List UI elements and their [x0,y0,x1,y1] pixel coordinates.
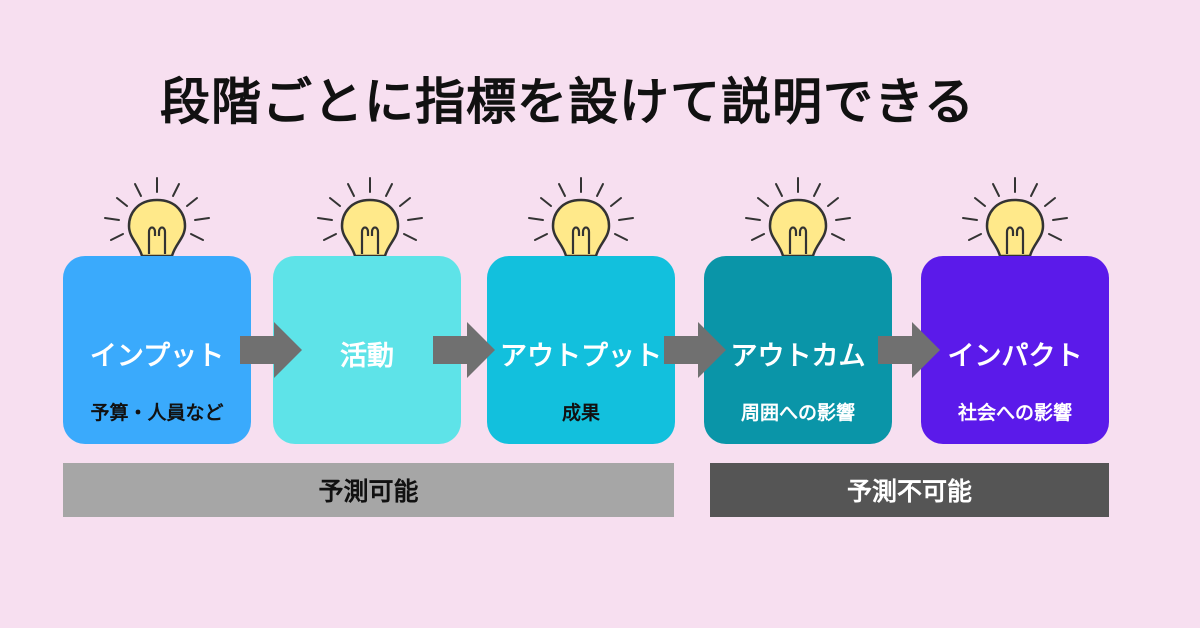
right-arrow-icon [878,322,940,378]
stage-sub-label: 成果 [561,402,600,424]
stage-label: インプット [89,341,225,372]
group-label: 予測可能 [318,477,419,506]
page-title: 段階ごとに指標を設けて説明できる [160,73,975,131]
stage-activity: 活動 [273,256,461,444]
group-label: 予測不可能 [846,477,972,506]
stage-input: インプット 予算・人員など [63,256,251,444]
predictable-bar: 予測可能 [63,463,674,517]
stage-label: アウトプット [500,341,662,372]
stage-label: インパクト [947,341,1083,372]
right-arrow-icon [240,322,302,378]
stage-sub-label: 社会への影響 [957,402,1072,424]
right-arrow-icon [664,322,726,378]
stage-output: アウトプット 成果 [487,256,675,444]
unpredictable-bar: 予測不可能 [710,463,1109,517]
stage-sub-label: 周囲への影響 [740,402,855,424]
right-arrow-icon [433,322,495,378]
stage-sub-label: 予算・人員など [90,402,224,424]
stage-label: 活動 [340,341,394,372]
stage-outcome: アウトカム 周囲への影響 [704,256,892,444]
stage-label: アウトカム [730,341,866,372]
stage-impact: インパクト 社会への影響 [921,256,1109,444]
